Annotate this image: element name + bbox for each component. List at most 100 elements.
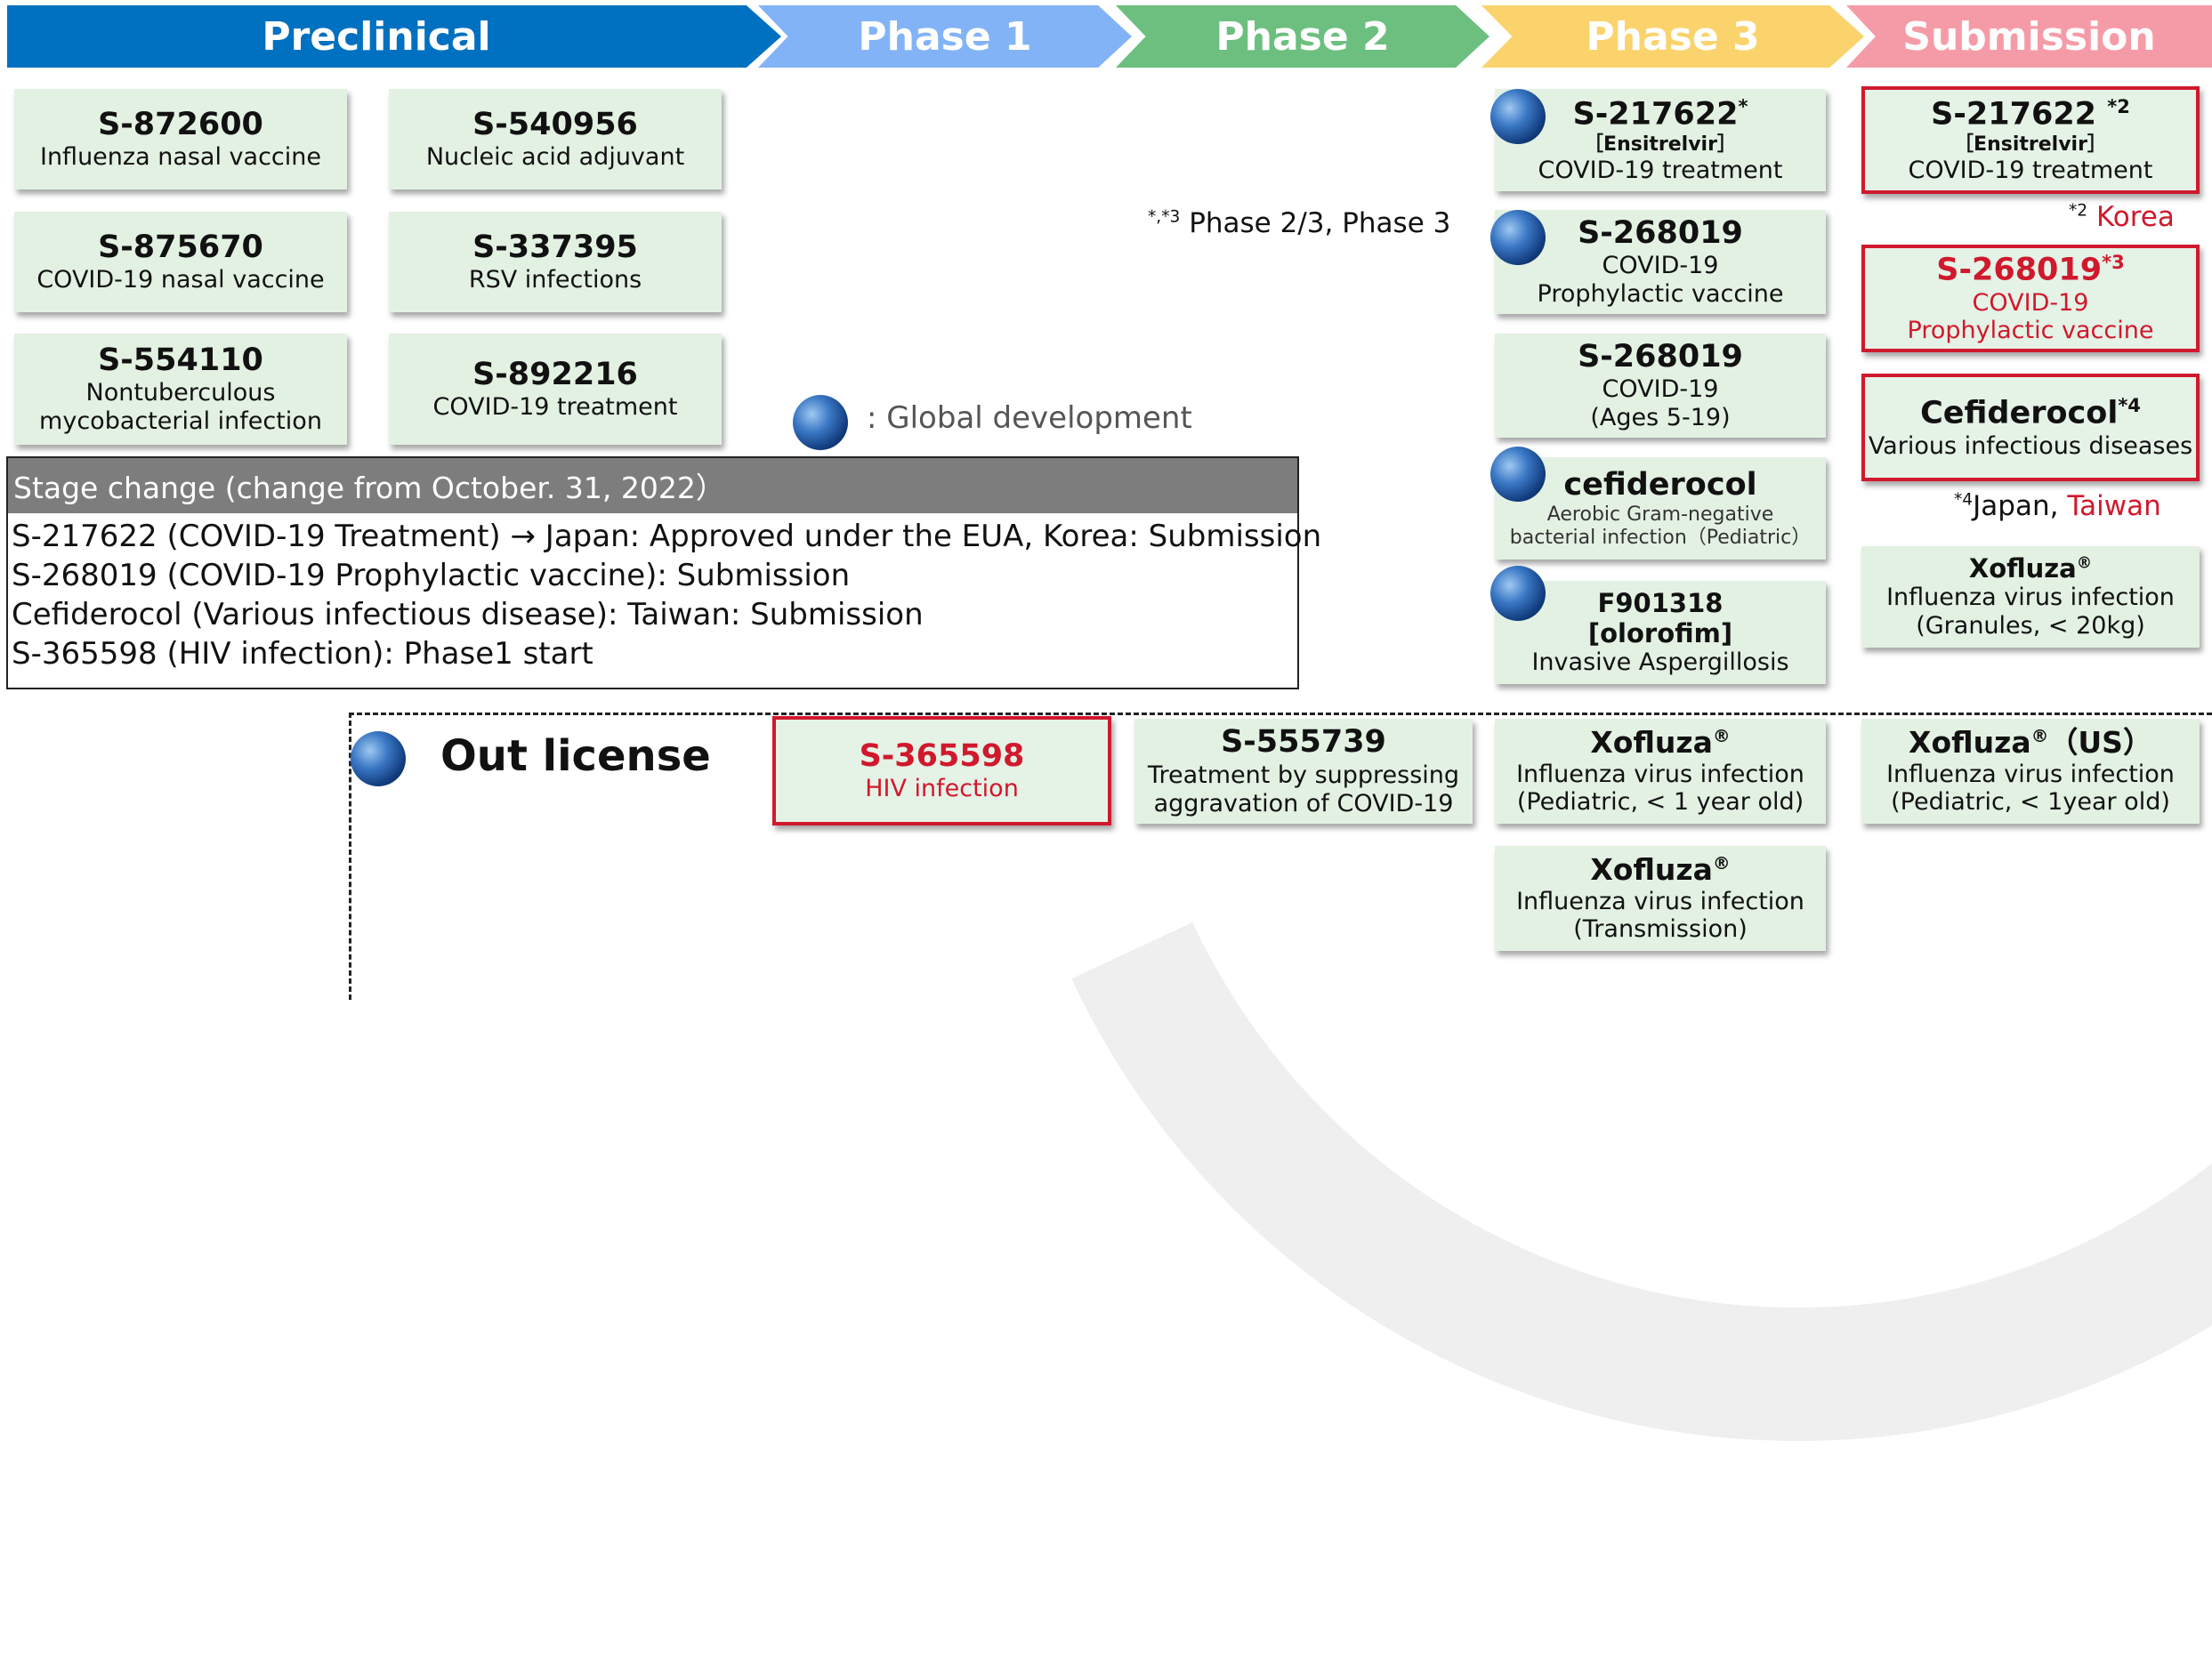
phase-label: Phase 3 xyxy=(1586,13,1760,60)
indication: COVID-19 treatment xyxy=(1538,156,1783,184)
indication: HIV infection xyxy=(865,775,1019,803)
indication-line: aggravation of COVID-19 xyxy=(1153,789,1454,817)
indication-line: COVID-19 xyxy=(1972,288,2089,317)
globe-icon xyxy=(1490,89,1546,144)
out-license-box xyxy=(349,713,2212,1000)
japan-taiwan-note: *4Japan, Taiwan xyxy=(1954,490,2161,522)
indication-line: Nontuberculous xyxy=(85,379,276,407)
indication-line: mycobacterial infection xyxy=(39,407,322,436)
indication-line: Influenza virus infection xyxy=(1516,760,1804,788)
indication: Nucleic acid adjuvant xyxy=(425,143,685,172)
globe-icon xyxy=(1490,210,1546,265)
compound-code: F901318 xyxy=(1597,587,1724,618)
indication: Invasive Aspergillosis xyxy=(1531,648,1789,677)
phase-3: Phase 3 xyxy=(1481,5,1864,68)
phase23-note: *,*3 Phase 2/3, Phase 3 xyxy=(1148,207,1451,239)
indication-line: Aerobic Gram-negative xyxy=(1546,503,1774,527)
submission-card: S-268019*3 COVID-19 Prophylactic vaccine xyxy=(1861,245,2200,352)
compound-code: S-872600 xyxy=(98,106,263,142)
compound-code: Xofluza®（US） xyxy=(1909,724,2152,760)
stage-change-item: S-268019 (COVID-19 Prophylactic vaccine)… xyxy=(12,558,851,593)
stage-change-title: Stage change (change from October. 31, 2… xyxy=(8,458,1297,513)
stage-change-item: S-217622 (COVID-19 Treatment) → Japan: A… xyxy=(12,519,1322,554)
preclinical-card: S-875670 COVID-19 nasal vaccine xyxy=(14,212,347,312)
phase-submission: Submission xyxy=(1846,5,2212,68)
indication-line: (Ages 5-19) xyxy=(1590,404,1731,432)
compound-code: Xofluza® xyxy=(1590,724,1731,760)
out-license-card: Xofluza® Influenza virus infection (Pedi… xyxy=(1495,719,1826,824)
generic-name: ［Ensitrelvir］ xyxy=(1584,133,1737,156)
indication-line: Influenza virus infection xyxy=(1886,584,2175,612)
stage-change-item: S-365598 (HIV infection): Phase1 start xyxy=(12,636,593,672)
indication-line: bacterial infection（Pediatric） xyxy=(1509,527,1812,550)
indication-line: (Pediatric, < 1 year old) xyxy=(1516,788,1804,817)
compound-code: S-892216 xyxy=(472,356,638,392)
phase-1: Phase 1 xyxy=(758,5,1132,68)
out-license-card: S-365598 HIV infection xyxy=(772,716,1111,825)
phase-label: Preclinical xyxy=(262,13,491,60)
indication-line: (Transmission) xyxy=(1573,915,1748,944)
submission-card: S-217622 *2 ［Ensitrelvir］ COVID-19 treat… xyxy=(1861,86,2200,194)
indication-line: Prophylactic vaccine xyxy=(1537,280,1784,309)
phase-label: Submission xyxy=(1902,13,2156,60)
out-license-label: Out license xyxy=(440,731,711,781)
compound-code: cefiderocol xyxy=(1563,466,1757,503)
indication: RSV infections xyxy=(468,266,642,294)
preclinical-card: S-540956 Nucleic acid adjuvant xyxy=(389,89,722,189)
compound-code: Cefiderocol*4 xyxy=(1920,394,2141,431)
compound-code: S-554110 xyxy=(98,342,263,378)
phase3-card: S-268019 COVID-19 Prophylactic vaccine xyxy=(1495,210,1826,314)
out-license-card: Xofluza® Influenza virus infection (Tran… xyxy=(1495,846,1826,951)
indication: COVID-19 nasal vaccine xyxy=(36,266,325,294)
phase-2: Phase 2 xyxy=(1116,5,1489,68)
phase-label: Phase 2 xyxy=(1215,13,1390,60)
stage-change-item: Cefiderocol (Various infectious disease)… xyxy=(12,597,924,632)
phase3-card: S-268019 COVID-19 (Ages 5-19) xyxy=(1495,334,1826,438)
indication-line: Treatment by suppressing xyxy=(1147,761,1460,789)
indication-line: Prophylactic vaccine xyxy=(1907,317,2154,345)
indication-line: (Pediatric, < 1year old) xyxy=(1891,788,2170,817)
generic-name: ［Ensitrelvir］ xyxy=(1954,133,2107,156)
phase3-card: cefiderocol Aerobic Gram-negative bacter… xyxy=(1495,457,1826,560)
out-license-card: Xofluza®（US） Influenza virus infection (… xyxy=(1861,719,2200,824)
compound-code: S-337395 xyxy=(472,229,638,265)
indication-line: Influenza virus infection xyxy=(1516,887,1804,915)
indication: Influenza nasal vaccine xyxy=(39,143,321,172)
compound-code: S-268019*3 xyxy=(1936,251,2125,288)
compound-code: Xofluza® xyxy=(1590,851,1731,887)
indication: COVID-19 treatment xyxy=(1908,156,2153,184)
globe-icon xyxy=(793,395,848,450)
phase-label: Phase 1 xyxy=(858,13,1032,60)
global-development-legend: : Global development xyxy=(867,400,1192,436)
phase3-card: S-217622* ［Ensitrelvir］ COVID-19 treatme… xyxy=(1495,89,1826,191)
submission-card: Xofluza® Influenza virus infection (Gran… xyxy=(1861,546,2200,648)
preclinical-card: S-892216 COVID-19 treatment xyxy=(389,334,722,445)
globe-icon xyxy=(1490,566,1546,621)
compound-code: S-540956 xyxy=(472,106,638,142)
compound-code: Xofluza® xyxy=(1968,553,2093,584)
compound-code: S-875670 xyxy=(98,229,263,265)
indication: Various infectious diseases xyxy=(1868,431,2193,460)
globe-icon xyxy=(1490,447,1546,502)
compound-code: S-268019 xyxy=(1578,338,1743,374)
compound-code: S-365598 xyxy=(859,737,1025,774)
phase3-card: F901318 [olorofim] Invasive Aspergillosi… xyxy=(1495,581,1826,684)
compound-code: S-217622 *2 xyxy=(1931,95,2130,133)
compound-code: S-268019 xyxy=(1578,214,1743,251)
indication: COVID-19 treatment xyxy=(432,393,678,422)
korea-note: *2 Korea xyxy=(2069,201,2175,233)
stage-change-box: Stage change (change from October. 31, 2… xyxy=(6,456,1322,689)
indication-line: COVID-19 xyxy=(1602,252,1719,280)
indication-line: (Granules, < 20kg) xyxy=(1916,612,2145,640)
compound-code: S-217622* xyxy=(1572,95,1748,133)
compound-code: S-555739 xyxy=(1221,724,1386,761)
preclinical-card: S-337395 RSV infections xyxy=(389,212,722,312)
indication-line: COVID-19 xyxy=(1602,375,1719,404)
indication-line: Influenza virus infection xyxy=(1886,760,2175,788)
out-license-card: S-555739 Treatment by suppressing aggrav… xyxy=(1134,719,1473,824)
phase-preclinical: Preclinical xyxy=(7,5,781,68)
globe-icon xyxy=(351,731,406,786)
generic-name: [olorofim] xyxy=(1587,618,1733,649)
preclinical-card: S-872600 Influenza nasal vaccine xyxy=(14,89,347,189)
submission-card: Cefiderocol*4 Various infectious disease… xyxy=(1861,374,2200,481)
